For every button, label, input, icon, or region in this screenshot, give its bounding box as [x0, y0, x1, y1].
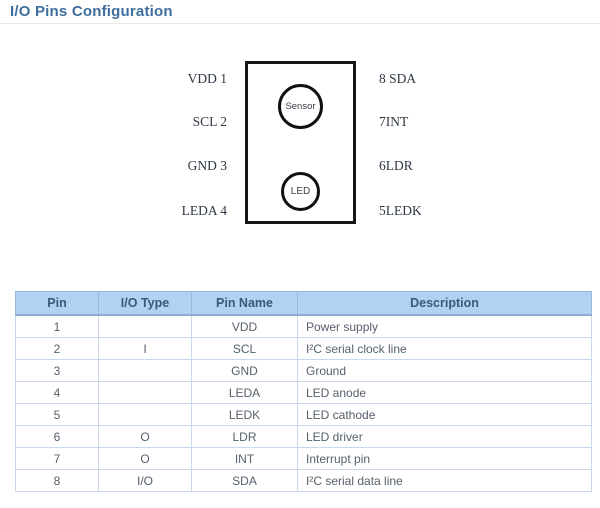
cell-description: Ground	[297, 359, 592, 382]
pin-label-scl: SCL 2	[192, 114, 227, 129]
cell-io-type: I/O	[98, 469, 192, 492]
table-row: 8 I/O SDA I²C serial data line	[15, 469, 592, 492]
pin-diagram: VDD 1 SCL 2 GND 3 LEDA 4 8 SDA 7INT 6LDR…	[181, 61, 422, 224]
cell-io-type	[98, 403, 192, 426]
cell-description: Interrupt pin	[297, 447, 592, 470]
pin-label-vdd: VDD 1	[187, 71, 227, 86]
table-row: 7 O INT Interrupt pin	[15, 447, 592, 470]
cell-pin-name: SCL	[191, 337, 298, 360]
title-divider	[0, 23, 600, 24]
cell-io-type	[98, 381, 192, 404]
table-row: 1 VDD Power supply	[15, 314, 592, 338]
cell-io-type	[98, 359, 192, 382]
pin-configuration-table: Pin I/O Type Pin Name Description 1 VDD …	[15, 291, 592, 492]
cell-pin-name: LEDA	[191, 381, 298, 404]
cell-pin: 3	[15, 359, 99, 382]
led-circle: LED	[281, 172, 320, 211]
cell-description: Power supply	[297, 314, 592, 338]
pin-label-ledk: 5LEDK	[379, 203, 422, 218]
cell-pin-name: GND	[191, 359, 298, 382]
cell-io-type: O	[98, 425, 192, 448]
pin-label-sda: 8 SDA	[379, 71, 417, 86]
column-header-pin: Pin	[15, 291, 99, 316]
cell-description: I²C serial clock line	[297, 337, 592, 360]
cell-description: I²C serial data line	[297, 469, 592, 492]
table-row: 3 GND Ground	[15, 359, 592, 382]
cell-io-type: I	[98, 337, 192, 360]
cell-pin: 1	[15, 314, 99, 338]
table-row: 5 LEDK LED cathode	[15, 403, 592, 426]
cell-description: LED cathode	[297, 403, 592, 426]
sensor-label: Sensor	[285, 101, 316, 112]
cell-description: LED anode	[297, 381, 592, 404]
column-header-io-type: I/O Type	[98, 291, 192, 316]
pin-label-ldr: 6LDR	[379, 158, 413, 173]
cell-pin: 8	[15, 469, 99, 492]
cell-pin-name: VDD	[191, 314, 298, 338]
cell-pin: 2	[15, 337, 99, 360]
cell-pin-name: INT	[191, 447, 298, 470]
cell-pin-name: LDR	[191, 425, 298, 448]
cell-pin: 4	[15, 381, 99, 404]
pin-label-gnd: GND 3	[187, 158, 227, 173]
cell-description: LED driver	[297, 425, 592, 448]
table-header-row: Pin I/O Type Pin Name Description	[15, 291, 592, 316]
table-row: 4 LEDA LED anode	[15, 381, 592, 404]
chip-outline: Sensor LED	[245, 61, 356, 224]
cell-pin: 7	[15, 447, 99, 470]
cell-io-type: O	[98, 447, 192, 470]
sensor-circle: Sensor	[278, 84, 323, 129]
table-row: 6 O LDR LED driver	[15, 425, 592, 448]
led-label: LED	[290, 186, 311, 197]
column-header-description: Description	[297, 291, 592, 316]
cell-pin: 5	[15, 403, 99, 426]
pin-label-leda: LEDA 4	[181, 203, 227, 218]
cell-pin-name: LEDK	[191, 403, 298, 426]
pin-label-int: 7INT	[379, 114, 409, 129]
table-row: 2 I SCL I²C serial clock line	[15, 337, 592, 360]
cell-pin: 6	[15, 425, 99, 448]
cell-pin-name: SDA	[191, 469, 298, 492]
page-title: I/O Pins Configuration	[10, 3, 173, 20]
cell-io-type	[98, 314, 192, 338]
column-header-pin-name: Pin Name	[191, 291, 298, 316]
